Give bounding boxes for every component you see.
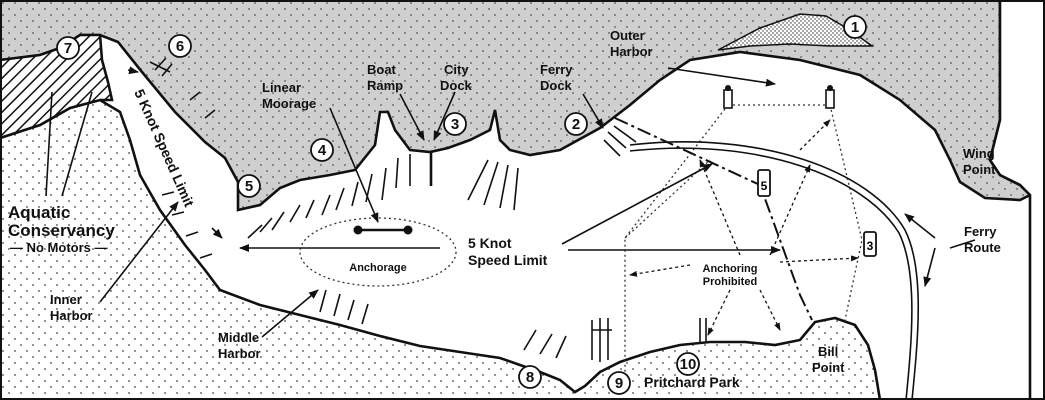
buoy-3-label: 3 (867, 239, 874, 253)
moorage-buoy-west (353, 225, 363, 235)
label-linear-moorage-1: Linear (262, 80, 301, 95)
label-anchorage: Anchorage (349, 262, 406, 274)
label-linear-moorage-2: Moorage (262, 96, 316, 111)
channel-marker-west (723, 85, 733, 109)
svg-text:5: 5 (245, 178, 253, 195)
label-aquatic-conservancy-1: Aquatic (8, 203, 70, 222)
svg-text:2: 2 (572, 116, 580, 133)
marker-6: 6 (168, 34, 192, 58)
ferry-route-line-2 (629, 147, 913, 400)
ferry-route-line-1 (629, 141, 920, 400)
label-outer-harbor-2: Harbor (610, 44, 653, 59)
annotation-arrows (45, 66, 976, 338)
svg-text:1: 1 (851, 19, 859, 36)
marker-3: 3 (443, 112, 467, 136)
label-ferry-route-2: Route (964, 240, 1001, 255)
marker-4: 4 (310, 138, 334, 162)
svg-text:8: 8 (526, 369, 534, 386)
buoy-3: 3 (863, 231, 877, 257)
label-city-dock-1: City (444, 62, 469, 77)
marker-5: 5 (237, 174, 261, 198)
label-boat-ramp-1: Boat (367, 62, 397, 77)
label-bill-point-1: Bill (818, 344, 838, 359)
east-shore-strip (988, 0, 1045, 400)
label-anchoring-prohibited-1: Anchoring (703, 263, 758, 275)
label-ferry-dock-2: Dock (540, 78, 573, 93)
marker-8: 8 (518, 365, 542, 389)
label-no-motors: — No Motors — (10, 240, 108, 255)
markers: 1 2 3 4 5 6 7 8 9 10 (56, 15, 867, 395)
moorage-buoy-east (403, 225, 413, 235)
marker-9: 9 (607, 371, 631, 395)
svg-text:7: 7 (64, 40, 72, 57)
anchoring-prohibited-arrows (629, 119, 859, 336)
label-ferry-route-1: Ferry (964, 224, 997, 239)
marker-2: 2 (564, 112, 588, 136)
svg-text:10: 10 (680, 356, 697, 373)
sandbar (717, 13, 875, 51)
label-wing-point-1: Wing (963, 146, 995, 161)
label-middle-harbor-2: Harbor (218, 346, 261, 361)
north-shore-land (0, 0, 1033, 212)
label-aquatic-conservancy-2: Conservancy (8, 221, 115, 240)
label-ferry-dock-1: Ferry (540, 62, 573, 77)
label-boat-ramp-2: Ramp (367, 78, 403, 93)
anchorage-area (299, 217, 457, 287)
svg-text:6: 6 (176, 38, 184, 55)
piers (149, 57, 707, 362)
marker-1: 1 (843, 15, 867, 39)
svg-text:4: 4 (318, 142, 327, 159)
label-middle-harbor-1: Middle (218, 330, 259, 345)
buoy-5: 5 (757, 169, 771, 197)
label-city-dock-2: Dock (440, 78, 473, 93)
label-pritchard-park: Pritchard Park (644, 374, 740, 390)
label-wing-point-2: Point (963, 162, 996, 177)
channel-marker-east (825, 85, 835, 109)
label-outer-harbor-1: Outer (610, 28, 645, 43)
label-bill-point-2: Point (812, 360, 845, 375)
marker-7: 7 (56, 36, 80, 60)
ferry-boundary-line (614, 117, 813, 321)
buoy-5-label: 5 (761, 179, 768, 193)
svg-text:3: 3 (451, 116, 459, 133)
label-anchoring-prohibited-2: Prohibited (703, 276, 757, 288)
label-inner-harbor-1: Inner (50, 292, 82, 307)
marker-10: 10 (676, 352, 700, 376)
label-inner-harbor-2: Harbor (50, 308, 93, 323)
label-speed-limit-1: 5 Knot (468, 235, 512, 251)
label-speed-limit-2: Speed Limit (468, 252, 548, 268)
svg-text:9: 9 (615, 375, 623, 392)
